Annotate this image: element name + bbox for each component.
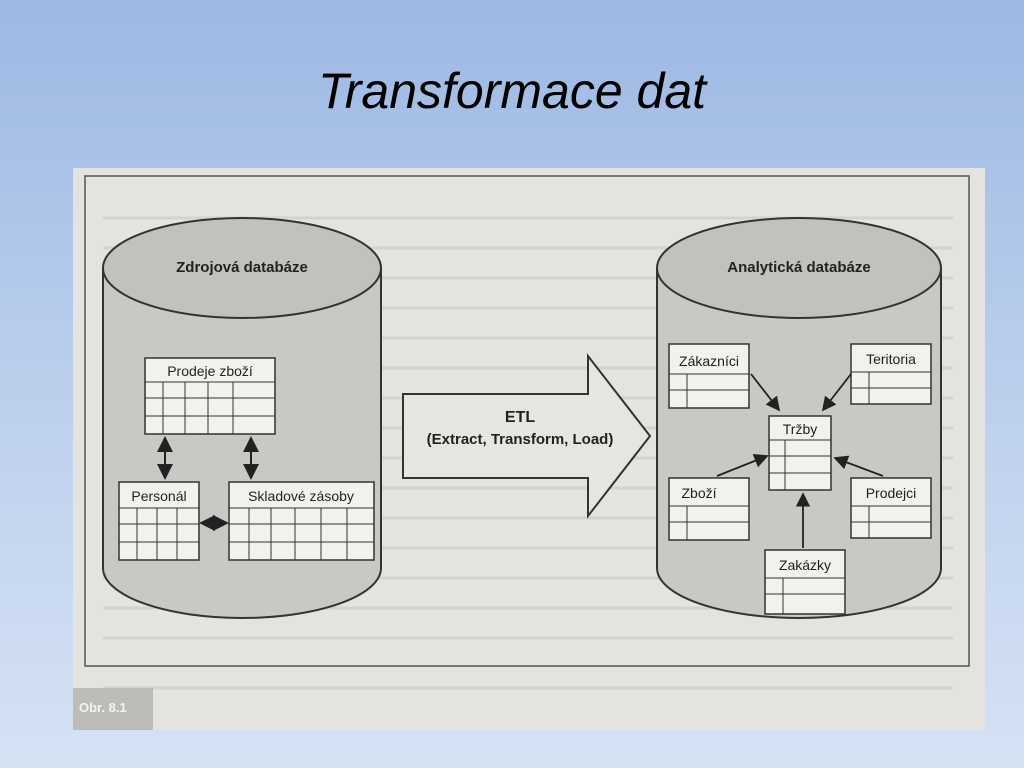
table-label-prodeje-zbozi: Prodeje zboží	[167, 363, 253, 379]
table-zbozi	[668, 477, 750, 541]
table-label-prodejci: Prodejci	[866, 485, 917, 501]
etl-sublabel: (Extract, Transform, Load)	[427, 431, 614, 448]
etl-label: ETL	[505, 409, 535, 426]
table-prodeje-zbozi	[144, 357, 276, 435]
caption-area	[73, 688, 153, 730]
arrow-prodejci-trzby	[833, 455, 884, 477]
table-teritoria	[850, 343, 932, 405]
analytical-db-title: Analytická databáze	[727, 259, 870, 276]
arrow-zbozi-trzby	[716, 453, 769, 477]
table-zakaznici	[668, 343, 750, 409]
arrow-zakaznici-trzby	[750, 373, 781, 412]
table-personal	[118, 481, 200, 561]
table-prodejci	[850, 477, 932, 539]
source-db-title: Zdrojová databáze	[176, 259, 308, 276]
scanned-figure: Zdrojová databáze Prodeje zboží Personál…	[73, 168, 985, 730]
table-label-zbozi: Zboží	[681, 485, 716, 501]
table-label-teritoria: Teritoria	[866, 351, 916, 367]
table-trzby	[768, 415, 832, 491]
table-label-zakaznici: Zákazníci	[679, 353, 739, 369]
figure-caption: Obr. 8.1	[79, 700, 127, 715]
etl-diagram: Zdrojová databáze Prodeje zboží Personál…	[73, 168, 985, 730]
table-label-skladove-zasoby: Skladové zásoby	[248, 488, 354, 504]
figure-frame	[84, 175, 970, 667]
table-skladove-zasoby	[228, 481, 375, 561]
table-zakazky	[764, 549, 846, 615]
table-label-trzby: Tržby	[783, 421, 817, 437]
table-label-personal: Personál	[131, 488, 186, 504]
table-label-zakazky: Zakázky	[779, 557, 831, 573]
etl-arrow	[402, 353, 652, 519]
arrow-teritoria-trzby	[821, 373, 852, 412]
slide-title: Transformace dat	[317, 63, 707, 119]
